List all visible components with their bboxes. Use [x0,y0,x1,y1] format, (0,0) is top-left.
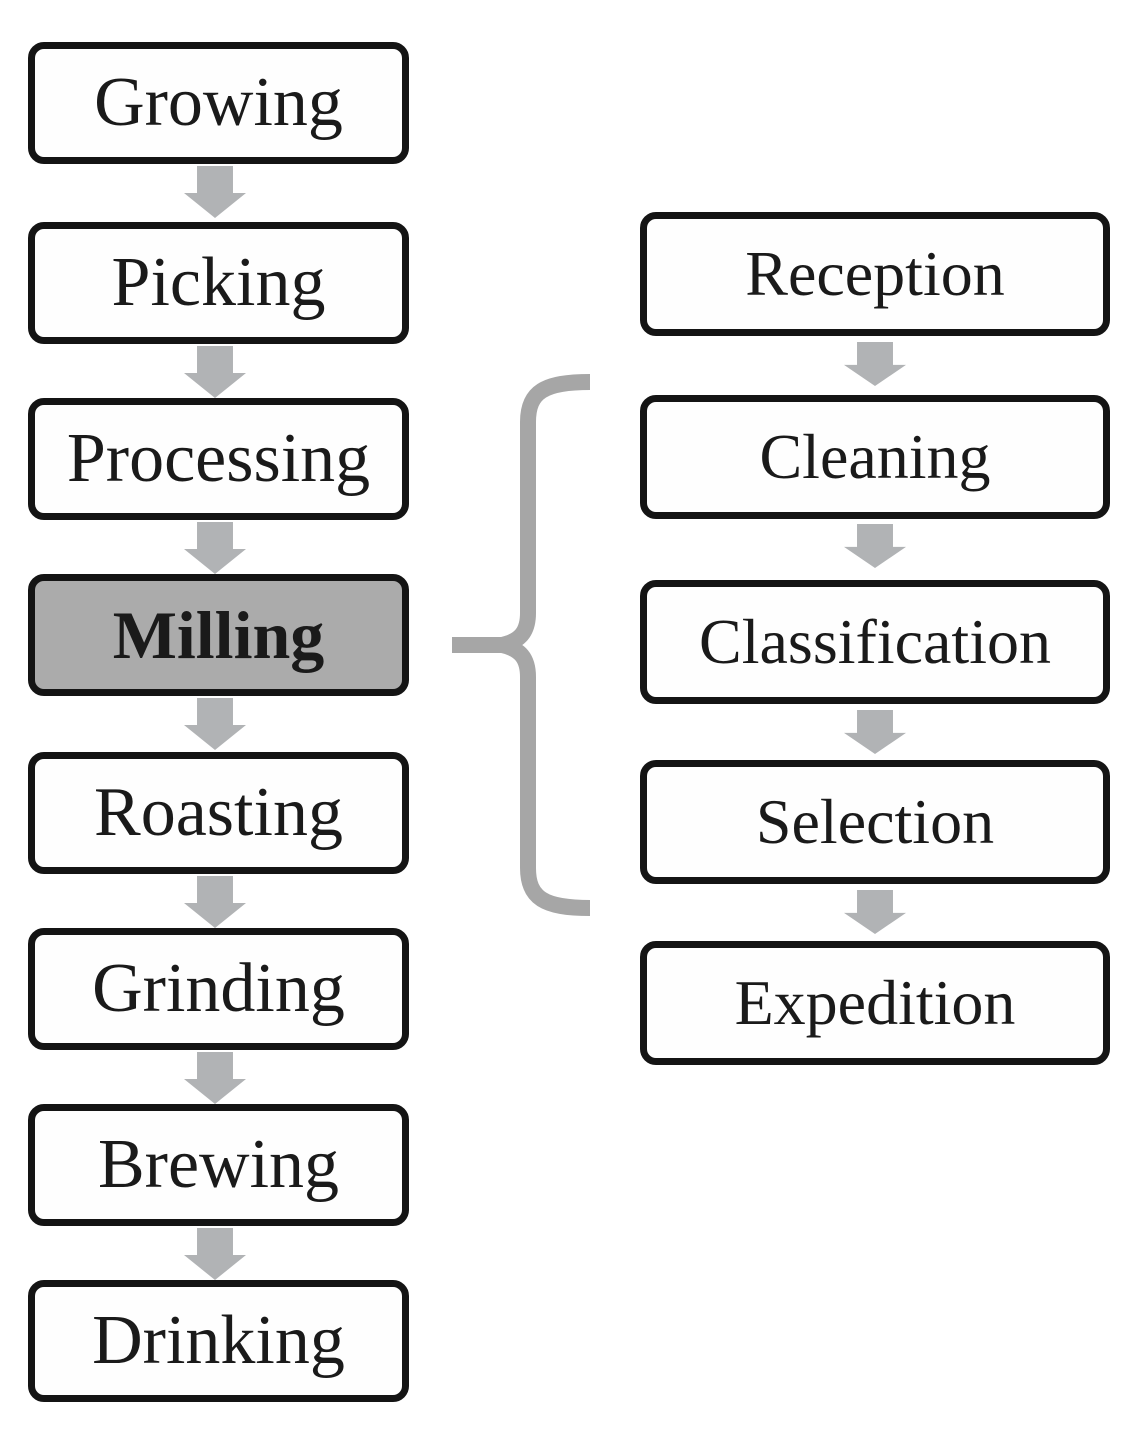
step-grinding: Grinding [28,928,409,1050]
down-arrow-icon [184,876,246,928]
step-roasting: Roasting [28,752,409,874]
down-arrow-icon [184,1052,246,1104]
step-growing: Growing [28,42,409,164]
step-processing: Processing [28,398,409,520]
down-arrow-icon [844,710,906,754]
substep-classification: Classification [640,580,1110,704]
down-arrow-icon [184,166,246,218]
substep-expedition: Expedition [640,941,1110,1065]
down-arrow-icon [844,524,906,568]
step-picking: Picking [28,222,409,344]
substep-cleaning: Cleaning [640,395,1110,519]
substep-selection: Selection [640,760,1110,884]
step-brewing: Brewing [28,1104,409,1226]
substep-reception: Reception [640,212,1110,336]
down-arrow-icon [184,698,246,750]
step-milling-highlighted: Milling [28,574,409,696]
down-arrow-icon [184,522,246,574]
down-arrow-icon [184,1228,246,1280]
curly-brace-connector [452,374,591,916]
step-drinking: Drinking [28,1280,409,1402]
down-arrow-icon [184,346,246,398]
down-arrow-icon [844,890,906,934]
down-arrow-icon [844,342,906,386]
curly-brace-path [499,374,591,916]
